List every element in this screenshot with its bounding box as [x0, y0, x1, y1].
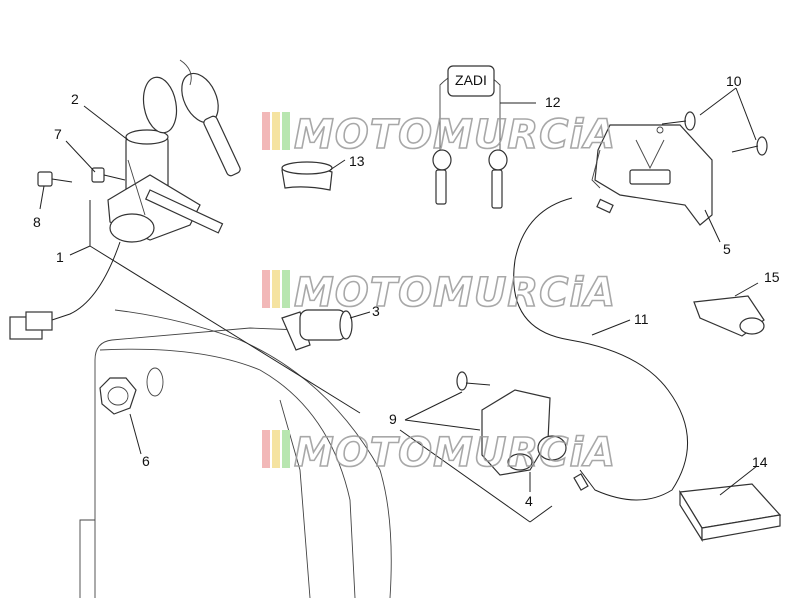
watermark-text: MOTOMURCiA	[294, 270, 616, 316]
part-1-wiring	[9, 241, 121, 340]
callout-3: 3	[372, 303, 380, 319]
callout-11: 11	[634, 311, 649, 327]
part-5-lock-bracket	[591, 124, 713, 226]
part-4-seat-lock	[481, 389, 567, 476]
part-12-key-set: ZADI	[432, 65, 508, 209]
part-13-ring	[281, 161, 333, 191]
callout-2: 2	[71, 91, 79, 107]
callout-4: 4	[525, 493, 533, 509]
part-2-ignition-lock	[107, 129, 224, 243]
watermark-text: MOTOMURCiA	[294, 112, 616, 158]
watermark-text: MOTOMURCiA	[294, 430, 616, 476]
callout-10: 10	[726, 73, 742, 89]
part-9-screw	[456, 371, 491, 391]
watermark-top: MOTOMURCiA	[262, 111, 616, 159]
callout-1: 1	[56, 249, 64, 265]
callout-6: 6	[142, 453, 150, 469]
callout-14: 14	[752, 454, 768, 470]
callout-12: 12	[545, 94, 561, 110]
callout-13: 13	[349, 153, 365, 169]
key-brand-text: ZADI	[455, 72, 487, 88]
callout-8: 8	[33, 214, 41, 230]
body-panel	[79, 309, 392, 598]
part-6-nut	[99, 377, 137, 415]
callout-numbers: 1 2 3 4 5 6 7 8 9 10 11 12 13 14 15	[33, 73, 780, 509]
part-15-sleeve	[693, 295, 765, 337]
part-14-booklet	[678, 483, 782, 543]
part-10-screws	[661, 111, 768, 156]
part-3-cylinder	[281, 309, 353, 351]
callout-9: 9	[389, 411, 397, 427]
watermark-middle: MOTOMURCiA	[262, 269, 616, 317]
callout-15: 15	[764, 269, 780, 285]
part-8-screw	[37, 171, 73, 187]
callout-7: 7	[54, 126, 62, 142]
leader-lines	[39, 87, 759, 523]
part-2-keys	[142, 59, 241, 177]
watermark-bottom: MOTOMURCiA	[262, 429, 616, 477]
part-7-screw	[91, 167, 126, 183]
callout-5: 5	[723, 241, 731, 257]
part-11-cable	[513, 197, 689, 501]
